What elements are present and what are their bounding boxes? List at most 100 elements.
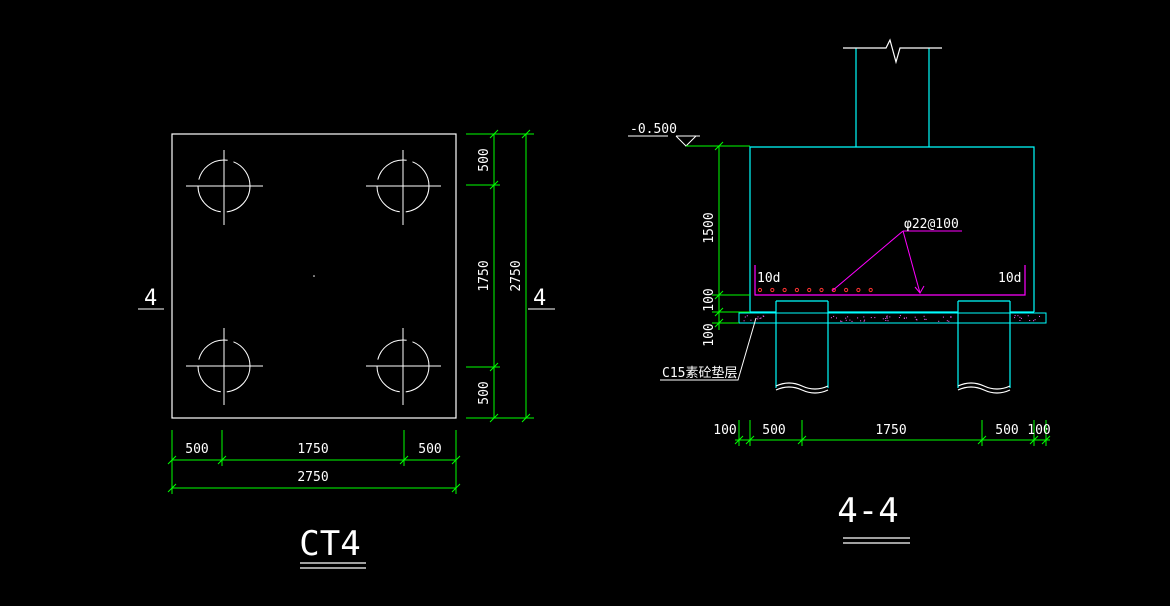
hatch-speck — [1034, 319, 1036, 321]
hatch-speck — [1014, 317, 1016, 319]
hatch-speck — [886, 316, 888, 318]
rebar-dot — [807, 287, 812, 293]
pile-top-left — [186, 150, 263, 225]
hatch-speck — [1027, 315, 1029, 317]
elevation-mark — [628, 135, 750, 147]
hatch-speck — [833, 315, 835, 317]
section-title: 4-4 — [837, 491, 898, 531]
plan-title: CT4 — [299, 524, 360, 564]
bottom-rebar — [754, 265, 1026, 296]
hatch-speck — [743, 320, 745, 322]
hatch-speck — [763, 315, 765, 317]
center-point — [313, 275, 315, 277]
hatch-speck — [857, 317, 859, 319]
hatch-speck — [851, 320, 853, 322]
rebar-dots — [757, 287, 873, 293]
break-line — [843, 38, 942, 65]
hatch-speck — [906, 317, 907, 319]
rebar-dot — [856, 287, 861, 293]
rebar-leader — [831, 230, 962, 294]
hatch-speck — [946, 320, 948, 322]
hatch-speck — [757, 316, 759, 318]
plan-dim-bottom-3: 500 — [418, 442, 441, 457]
hatch-speck — [948, 320, 950, 322]
hatch-speck — [1039, 315, 1040, 317]
hatch-speck — [841, 320, 843, 322]
rebar-dot — [782, 287, 787, 293]
hatch-speck — [760, 317, 762, 319]
rebar-dot — [831, 287, 836, 293]
rebar-label: φ22@100 — [904, 217, 959, 232]
hatch-speck — [1017, 315, 1019, 317]
plan-dim-right-2: 1750 — [477, 260, 492, 291]
section-mark-left: 4 — [138, 286, 164, 311]
rebar-dot — [794, 287, 800, 293]
section-dims-left — [712, 141, 750, 330]
plan-dim-bottom-1: 500 — [185, 442, 208, 457]
plan-view: 4 4 500 1750 500 2750 — [138, 129, 555, 569]
section-mark-right-label: 4 — [533, 286, 546, 311]
plan-dim-right-total: 2750 — [509, 260, 524, 291]
pile-section-right — [957, 300, 1011, 394]
rebar-dot — [757, 287, 763, 293]
hatch-speck — [746, 315, 748, 317]
hatch-speck — [840, 320, 841, 322]
pile-cap-outline — [171, 133, 457, 419]
anchor-left-label: 10d — [757, 271, 780, 286]
hatch-speck — [923, 315, 925, 317]
hatch-speck — [845, 317, 847, 319]
hatch-speck — [1019, 320, 1021, 321]
dim-depth: 1500 — [702, 212, 717, 243]
dim-cushion: 100 — [702, 323, 717, 346]
hatch-speck — [950, 316, 952, 318]
section-dim-bottom-4: 500 — [995, 423, 1018, 438]
hatch-speck — [849, 319, 851, 321]
hatch-speck — [924, 318, 926, 320]
hatch-speck — [1014, 315, 1016, 317]
hatch-speck — [757, 318, 759, 320]
hatch-speck — [863, 316, 865, 318]
rebar-dot — [770, 287, 775, 293]
hatch-speck — [882, 318, 884, 320]
cushion-layer — [738, 312, 1047, 324]
hatch-speck — [885, 320, 887, 321]
hatch-speck — [836, 317, 837, 319]
hatch-speck — [942, 316, 944, 318]
hatch-speck — [864, 319, 866, 321]
hatch-speck — [870, 317, 872, 319]
plan-dims-right — [466, 129, 534, 423]
column-stub — [855, 48, 930, 147]
hatch-speck — [915, 318, 917, 320]
pile-section-left — [775, 300, 829, 394]
hatch-speck — [1019, 316, 1021, 318]
hatch-speck — [1020, 317, 1022, 319]
hatch-speck — [887, 320, 889, 322]
plan-dim-bottom-total: 2750 — [297, 470, 328, 485]
pile-bottom-right — [366, 328, 441, 405]
anchor-right-label: 10d — [998, 271, 1021, 286]
hatch-speck — [847, 316, 849, 318]
plan-dim-right-3: 500 — [477, 381, 492, 404]
hatch-speck — [845, 319, 847, 321]
section-mark-left-label: 4 — [144, 286, 157, 311]
rebar-dot — [819, 287, 824, 293]
hatch-speck — [889, 316, 891, 318]
hatch-speck — [1033, 320, 1035, 322]
section-mark-right: 4 — [528, 286, 555, 311]
hatch-speck — [1029, 320, 1031, 321]
hatch-speck — [904, 317, 905, 319]
hatch-speck — [925, 318, 927, 320]
cushion-hatch — [743, 315, 1040, 322]
hatch-speck — [885, 318, 887, 319]
hatch-speck — [950, 316, 952, 318]
hatch-speck — [886, 317, 888, 319]
pile-top-right — [366, 150, 441, 225]
plan-dim-right-1: 500 — [477, 148, 492, 171]
section-dim-bottom-5: 100 — [1027, 423, 1050, 438]
cushion-leader — [660, 317, 757, 381]
section-dim-bottom-1: 100 — [713, 423, 736, 438]
hatch-speck — [886, 315, 888, 317]
hatch-speck — [860, 320, 862, 322]
hatch-speck — [830, 317, 832, 319]
